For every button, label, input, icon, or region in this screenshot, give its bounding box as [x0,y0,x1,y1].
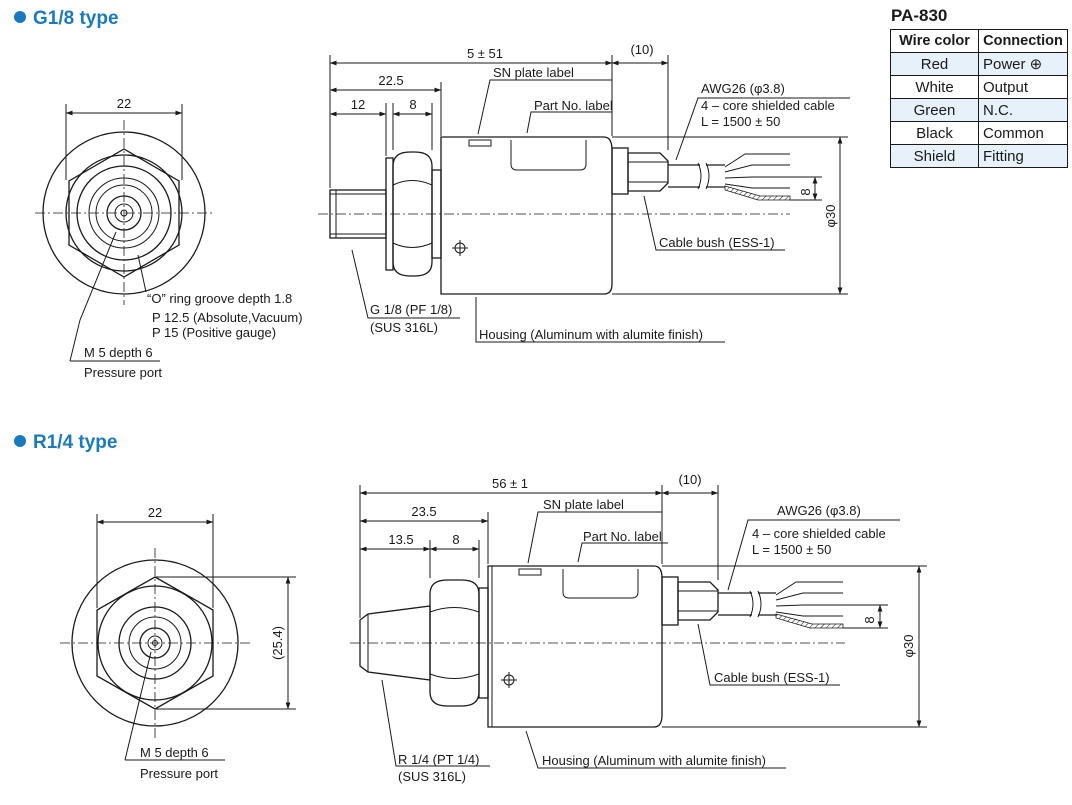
r14-cable-len-label: L = 1500 ± 50 [752,542,831,557]
r14-cable-bush-label: Cable bush (ESS-1) [714,670,830,685]
wire-color-cell: Green [890,98,979,122]
wire-connection-cell: Output [978,75,1068,99]
r14-bullet-icon [14,435,26,447]
g18-cable-len-label: L = 1500 ± 50 [701,114,780,129]
table-row: Shield Fitting [890,144,1068,168]
g18-hex-width-dim: 22 [117,96,131,111]
r14-side-view: 56 ± 1 (10) 23.5 13.5 8 φ30 8 SN plate l… [350,472,927,784]
wire-connection-cell: N.C. [978,98,1068,122]
r14-port-note-1: M 5 depth 6 [140,745,209,760]
r14-front-view: 22 (25.4) M 5 depth 6 Pressure port [60,505,296,781]
table-row: Green N.C. [890,98,1068,122]
g18-oring-note-2: P 12.5 (Absolute,Vacuum) [152,310,303,325]
wire-table: Wire color Connection Red Power ⊕ White … [890,29,1068,168]
g18-title: G1/8 type [33,8,119,29]
wire-table-title: PA-830 [891,6,948,25]
r14-port-note-2: Pressure port [140,766,218,781]
r14-thread-label: R 1/4 (PT 1/4) [398,752,479,767]
wire-connection-cell: Fitting [978,144,1068,168]
r14-cable-offset-dim: (10) [678,472,701,487]
wire-table-header-row: Wire color Connection [890,29,1068,53]
r14-title: R1/4 type [33,432,117,453]
g18-port-note-2: Pressure port [84,365,162,380]
r14-part-no-label: Part No. label [583,529,662,544]
r14-thread-len-dim: 13.5 [388,532,413,547]
g18-cable-pitch-dim: 8 [798,188,813,195]
r14-hex-width-dim: 22 [148,505,162,520]
g18-material-label: (SUS 316L) [370,320,438,335]
g18-body-dia-dim: φ30 [823,205,838,228]
g18-total-length-dim: 5 ± 51 [467,46,503,61]
wire-table-header: Connection [978,29,1068,53]
r14-housing-label: Housing (Aluminum with alumite finish) [542,753,766,768]
r14-hex-to-body-dim: 23.5 [411,504,436,519]
table-row: Black Common [890,121,1068,145]
table-row: White Output [890,75,1068,99]
table-row: Red Power ⊕ [890,52,1068,76]
r14-across-corners-dim: (25.4) [270,626,285,660]
g18-side-view: 5 ± 51 (10) 22.5 12 8 φ30 8 SN plate lab… [318,42,850,343]
r14-material-label: (SUS 316L) [398,769,466,784]
g18-hex-to-body-dim: 22.5 [378,73,403,88]
r14-cable-desc-label: 4 – core shielded cable [752,526,886,541]
g18-thread-label: G 1/8 (PF 1/8) [370,302,452,317]
g18-cable-offset-dim: (10) [630,42,653,57]
wire-connection-cell: Common [978,121,1068,145]
g18-hex-len-dim: 8 [409,97,416,112]
g18-port-note-1: M 5 depth 6 [84,345,153,360]
g18-part-no-label: Part No. label [534,98,613,113]
wire-color-cell: Black [890,121,979,145]
r14-awg-label: AWG26 (φ3.8) [777,503,861,518]
g18-section: G1/8 type 22 “O” ring groove depth 1.8 [14,8,850,380]
g18-sn-plate-label: SN plate label [493,65,574,80]
g18-front-view: 22 “O” ring groove depth 1.8 P 12.5 (Abs… [35,96,303,380]
r14-hex-len-dim: 8 [452,532,459,547]
wire-connection-cell: Power ⊕ [978,52,1068,76]
g18-oring-note-3: P 15 (Positive gauge) [152,325,276,340]
g18-cable-bush-label: Cable bush (ESS-1) [659,235,775,250]
r14-cable-pitch-dim: 8 [862,616,877,623]
r14-sn-plate-label: SN plate label [543,497,624,512]
wire-color-cell: Red [890,52,979,76]
g18-housing-label: Housing (Aluminum with alumite finish) [479,327,703,342]
g18-cable-desc-label: 4 – core shielded cable [701,98,835,113]
wire-color-cell: Shield [890,144,979,168]
g18-bullet-icon [14,11,26,23]
r14-total-length-dim: 56 ± 1 [492,476,528,491]
r14-section: R1/4 type 22 (25.4) M 5 [14,432,927,784]
wire-color-cell: White [890,75,979,99]
wire-table-header: Wire color [890,29,979,53]
r14-body-dia-dim: φ30 [901,635,916,658]
g18-oring-note-1: “O” ring groove depth 1.8 [147,291,292,306]
g18-thread-len-dim: 12 [351,97,365,112]
g18-awg-label: AWG26 (φ3.8) [701,81,785,96]
